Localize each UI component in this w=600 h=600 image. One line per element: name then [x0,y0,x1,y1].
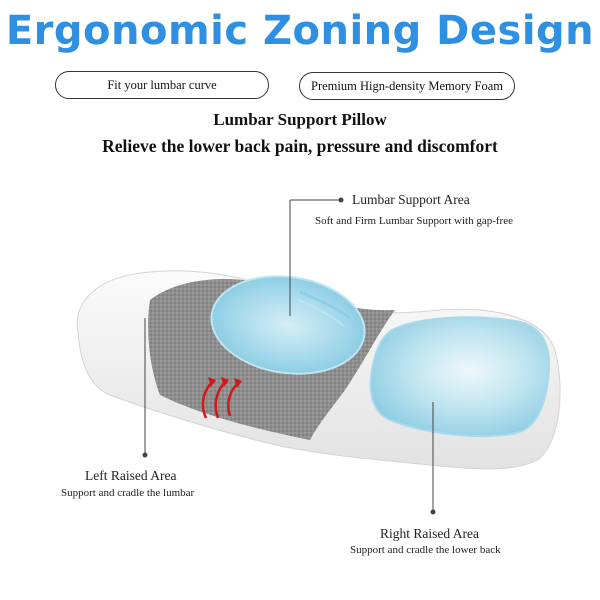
curve-arc [297,299,345,327]
memory-foam-badge-label: Premium Hign-density Memory Foam [311,78,503,93]
lumbar-gel-zone [210,275,366,375]
support-arrows [201,381,239,419]
lumbar-area-desc: Soft and Firm Lumbar Support with gap-fr… [315,215,513,227]
product-name: Lumbar Support Pillow [213,110,387,129]
right-area-desc: Support and cradle the lower back [350,544,501,556]
lumbar-area-title: Lumbar Support Area [352,192,470,207]
left-area-title: Left Raised Area [85,468,177,483]
right-area-title: Right Raised Area [380,526,479,541]
lumbar-curve-badge: Fit your lumbar curve [55,71,269,99]
product-tagline: Relieve the lower back pain, pressure an… [102,136,498,156]
memory-foam-badge: Premium Hign-density Memory Foam [299,72,515,100]
lumbar-curve-badge-label: Fit your lumbar curve [107,77,217,92]
curve-arc [299,290,351,320]
right-gel-zone [369,316,550,438]
page-title: Ergonomic Zoning Design [5,8,595,54]
left-area-desc: Support and cradle the lumbar [61,487,195,499]
